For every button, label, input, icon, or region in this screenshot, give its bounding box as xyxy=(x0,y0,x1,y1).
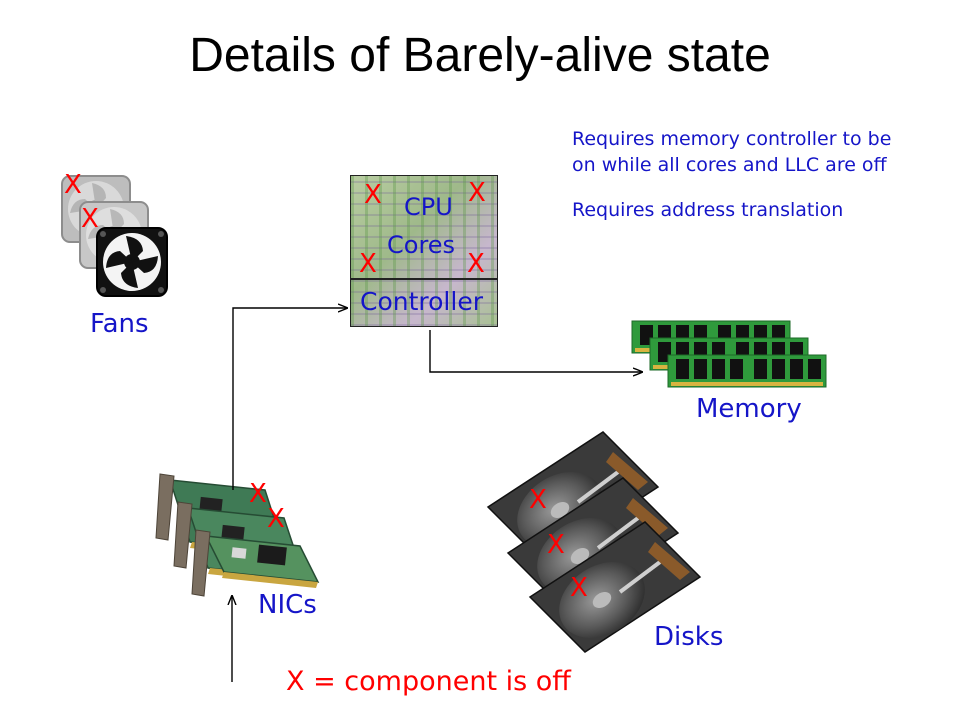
memory-module-icon xyxy=(667,354,827,388)
memory-label: Memory xyxy=(696,394,802,424)
nic-middle-off-mark: X xyxy=(267,504,285,534)
cpu-label: CPU xyxy=(404,193,453,221)
disks-label: Disks xyxy=(654,622,724,652)
note-address-translation: Requires address translation xyxy=(572,199,844,221)
nics-label: NICs xyxy=(258,590,317,620)
disks-icon xyxy=(486,431,702,653)
core-top-right-off-mark: X xyxy=(468,178,486,208)
core-bottom-left-off-mark: X xyxy=(359,249,377,279)
arrow-nic-to-controller xyxy=(232,308,347,490)
cpu-chip xyxy=(350,175,498,327)
memory-icon xyxy=(631,320,827,388)
slide-title: Details of Barely-alive state xyxy=(189,29,771,82)
nic-card-front-icon xyxy=(191,529,320,597)
fan-back-off-mark: X xyxy=(64,170,82,200)
legend-off-meaning: X = component is off xyxy=(286,666,571,697)
core-bottom-right-off-mark: X xyxy=(467,249,485,279)
fans-label: Fans xyxy=(90,309,149,339)
fan-front-icon xyxy=(96,227,168,297)
fan-middle-off-mark: X xyxy=(81,204,99,234)
fans-icon xyxy=(61,175,168,297)
disk-front-off-mark: X xyxy=(570,573,588,603)
disk-drive-icon xyxy=(528,521,702,653)
disk-middle-off-mark: X xyxy=(547,530,565,560)
nic-back-off-mark: X xyxy=(249,479,267,509)
note-memory-controller-line1: Requires memory controller to be xyxy=(572,128,892,150)
cores-label: Cores xyxy=(387,231,456,259)
cpu-controller-divider xyxy=(350,278,498,280)
arrow-controller-to-memory xyxy=(429,330,642,372)
core-top-left-off-mark: X xyxy=(364,180,382,210)
note-memory-controller-line2: on while all cores and LLC are off xyxy=(572,154,887,176)
disk-back-off-mark: X xyxy=(529,485,547,515)
nics-icon xyxy=(155,473,320,597)
controller-label: Controller xyxy=(360,287,483,316)
disk-drive-icon xyxy=(486,431,660,563)
